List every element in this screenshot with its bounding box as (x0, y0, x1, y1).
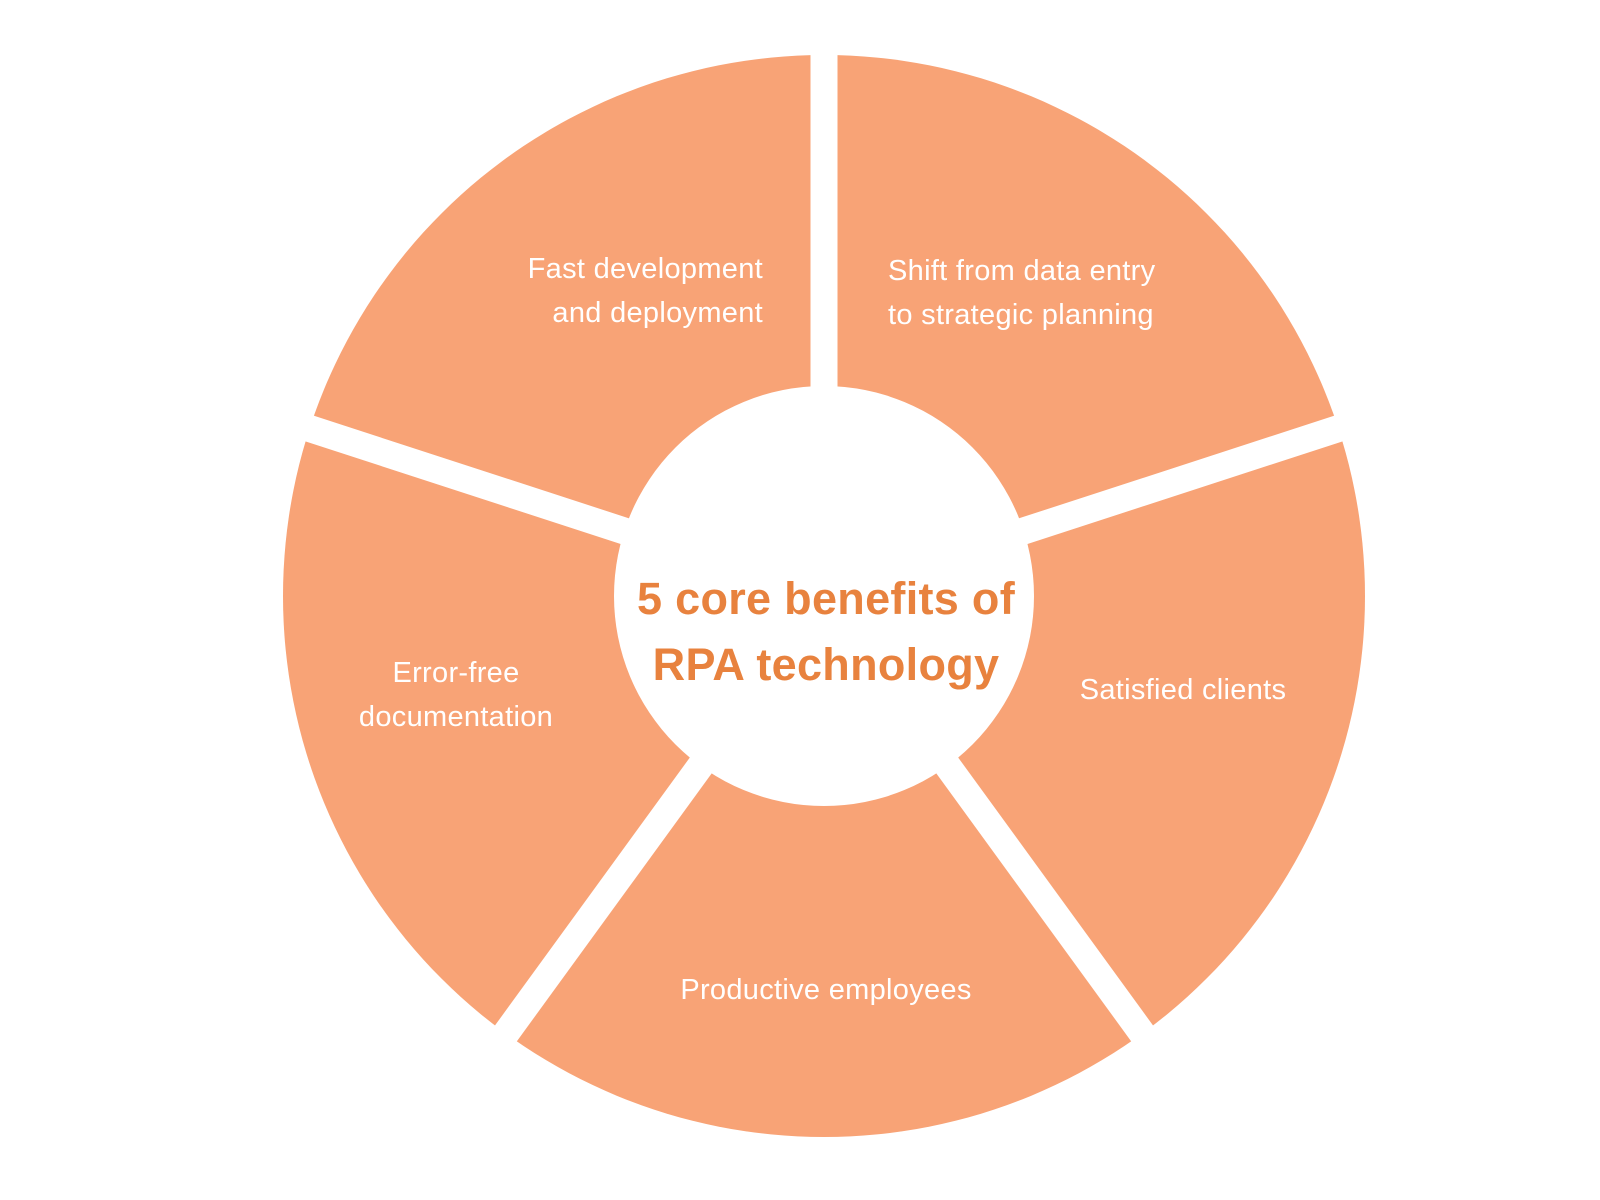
segment-label-fast-development: Fast development and deployment (527, 253, 763, 329)
segment-dividers (263, 11, 1385, 1077)
segment-label-satisfied-clients: Satisfied clients (1079, 674, 1287, 706)
segment-label-shift-data-entry: Shift from data entry to strategic plann… (888, 255, 1156, 331)
chart-center-title: 5 core benefits of RPA technology (637, 573, 1015, 690)
donut-hole (614, 386, 1034, 806)
segment-label-productive-employees: Productive employees (680, 974, 972, 1006)
segment-label-error-free-documentation: Error-free documentation (358, 657, 554, 733)
